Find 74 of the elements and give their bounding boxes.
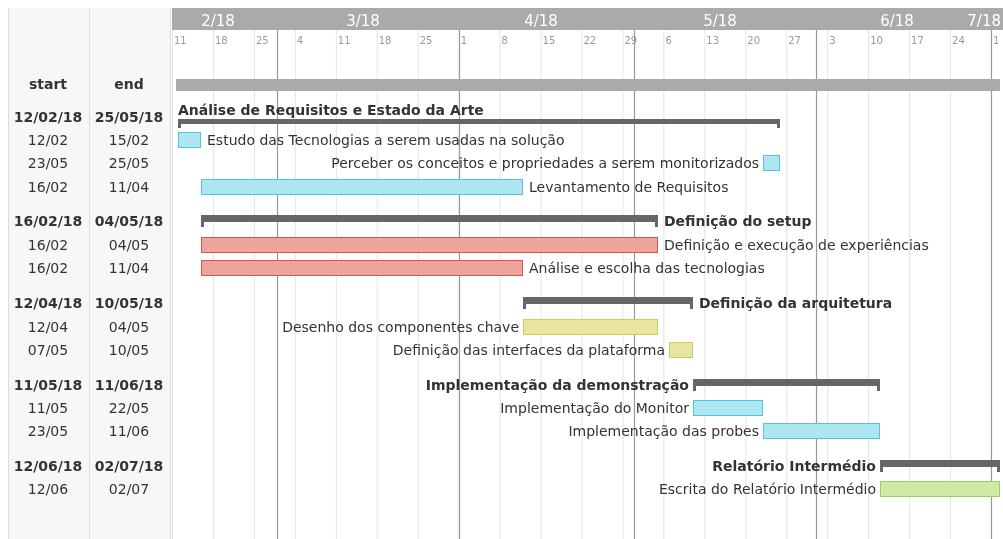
day-tick-label: 6 <box>665 34 672 48</box>
task-date: 11/04 <box>108 260 150 276</box>
task-label: Estudo das Tecnologias a serem usadas na solução <box>207 131 565 149</box>
task-label: Escrita do Relatório Intermédio <box>659 480 876 498</box>
task-date: 12/06 <box>27 481 69 497</box>
day-tick-label: 11 <box>337 34 351 48</box>
day-tick-label: 24 <box>952 34 965 48</box>
phase-title: Definição do setup <box>664 212 812 230</box>
group-date: 11/06/18 <box>94 377 164 393</box>
task-date: 15/02 <box>108 132 150 148</box>
group-date: 12/02/18 <box>13 109 83 125</box>
task-label: Definição das interfaces da plataforma <box>392 341 665 359</box>
month-label: 3/18 <box>346 13 380 29</box>
day-tick-label: 10 <box>870 34 883 48</box>
phase-title: Definição da arquitetura <box>699 294 893 312</box>
day-tick-label: 17 <box>911 34 924 48</box>
task-date: 11/04 <box>108 179 150 195</box>
task-label: Implementação das probes <box>568 422 759 440</box>
month-label: 2/18 <box>201 13 235 29</box>
task-label: Desenho dos componentes chave <box>282 318 519 336</box>
timeline-bar <box>176 79 1000 91</box>
group-date: 04/05/18 <box>94 213 164 229</box>
column-header: start <box>28 76 68 92</box>
task-label: Levantamento de Requisitos <box>529 178 729 196</box>
day-tick-label: 11 <box>174 34 187 48</box>
column-header: end <box>114 76 144 92</box>
day-tick-label: 1 <box>993 34 1000 48</box>
phase-title: Implementação da demonstração <box>425 376 689 394</box>
group-date: 10/05/18 <box>94 295 164 311</box>
day-tick-label: 15 <box>542 34 556 48</box>
month-label: 7/18 <box>967 13 1001 29</box>
task-label: Implementação do Monitor <box>500 399 689 417</box>
task-date: 12/04 <box>27 319 69 335</box>
group-date: 25/05/18 <box>94 109 164 125</box>
task-date: 16/02 <box>27 179 69 195</box>
day-tick-label: 18 <box>214 34 228 48</box>
day-tick-label: 13 <box>706 34 720 48</box>
task-date: 22/05 <box>108 400 150 416</box>
day-tick-label: 3 <box>829 34 836 48</box>
group-date: 12/04/18 <box>13 295 83 311</box>
task-date: 25/05 <box>108 155 150 171</box>
task-date: 16/02 <box>27 237 69 253</box>
day-tick-label: 27 <box>788 34 801 48</box>
task-date: 07/05 <box>27 342 69 358</box>
task-date: 12/02 <box>27 132 69 148</box>
day-tick-label: 20 <box>747 34 761 48</box>
day-tick-label: 18 <box>378 34 392 48</box>
task-date: 02/07 <box>108 481 150 497</box>
task-date: 11/05 <box>27 400 69 416</box>
month-label: 4/18 <box>524 13 558 29</box>
task-label: Definição e execução de experiências <box>664 236 929 254</box>
phase-title: Análise de Requisitos e Estado da Arte <box>178 101 484 119</box>
task-date: 23/05 <box>27 155 69 171</box>
task-label: Análise e escolha das tecnologias <box>529 259 765 277</box>
day-tick-label: 1 <box>460 34 467 48</box>
task-date: 11/06 <box>108 423 150 439</box>
group-date: 02/07/18 <box>94 458 164 474</box>
group-date: 12/06/18 <box>13 458 83 474</box>
task-date: 04/05 <box>108 237 150 253</box>
month-label: 5/18 <box>703 13 737 29</box>
day-tick-label: 4 <box>296 34 304 48</box>
day-tick-label: 8 <box>501 34 508 48</box>
phase-title: Relatório Intermédio <box>712 457 876 475</box>
task-date: 10/05 <box>108 342 150 358</box>
group-date: 11/05/18 <box>13 377 83 393</box>
month-label: 6/18 <box>880 13 914 29</box>
group-date: 16/02/18 <box>13 213 83 229</box>
day-tick-label: 25 <box>419 34 433 48</box>
task-date: 16/02 <box>27 260 69 276</box>
task-date: 04/05 <box>108 319 150 335</box>
task-date: 23/05 <box>27 423 69 439</box>
day-tick-label: 22 <box>583 34 597 48</box>
day-tick-label: 25 <box>255 34 269 48</box>
task-label: Perceber os conceitos e propriedades a serem monitorizados <box>331 154 759 172</box>
